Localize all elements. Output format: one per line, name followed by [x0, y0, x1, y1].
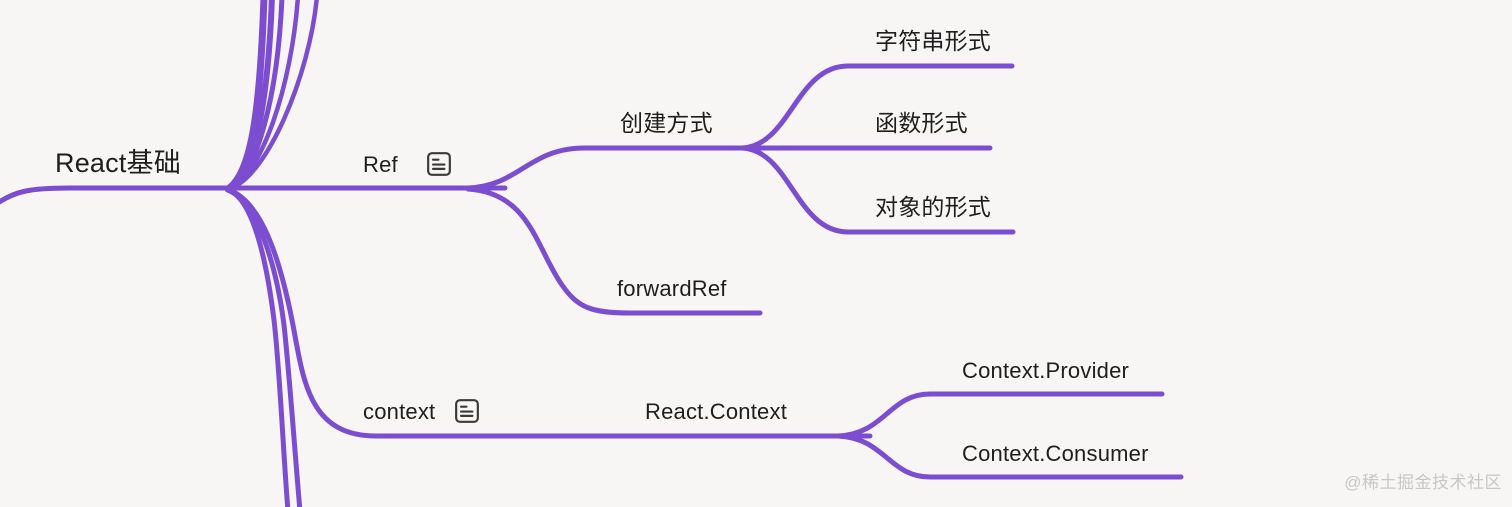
- node-context-provider[interactable]: Context.Provider: [962, 358, 1130, 383]
- edge-root-to-context: [226, 187, 873, 439]
- edge-context-to-provider: [835, 391, 1165, 439]
- node-context-consumer[interactable]: Context.Consumer: [962, 441, 1149, 466]
- edge-create-method-to-string-form: [739, 63, 1015, 151]
- node-string-form[interactable]: 字符串形式: [875, 28, 991, 54]
- node-ref[interactable]: Ref: [363, 152, 398, 177]
- node-root[interactable]: React基础: [55, 148, 181, 178]
- note-icon[interactable]: [426, 151, 452, 177]
- edge-ref-to-create-method: [465, 145, 993, 191]
- node-context[interactable]: context: [363, 399, 436, 424]
- node-forwardref[interactable]: forwardRef: [617, 276, 727, 301]
- edge-bundle-up: [224, 0, 319, 193]
- edge-context-to-consumer: [835, 433, 1184, 480]
- edge-create-method-to-object-form: [739, 145, 1016, 235]
- node-function-form[interactable]: 函数形式: [875, 110, 968, 136]
- edge-root-to-ref: [0, 185, 508, 205]
- node-object-form[interactable]: 对象的形式: [875, 194, 991, 220]
- watermark: @稀土掘金技术社区: [1344, 473, 1502, 492]
- edge-bundle-down: [225, 187, 303, 507]
- node-react-context[interactable]: React.Context: [645, 399, 788, 424]
- edge-ref-to-forwardref: [465, 186, 763, 316]
- note-icon[interactable]: [454, 398, 480, 424]
- node-create-method[interactable]: 创建方式: [620, 110, 713, 136]
